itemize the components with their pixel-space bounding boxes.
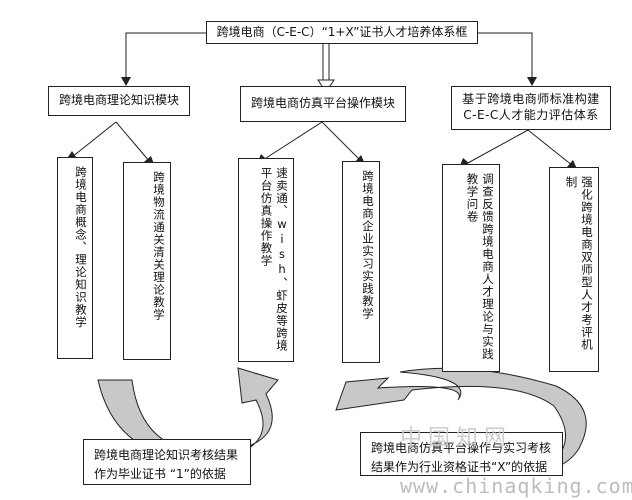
- diagram-title-text: 跨境电商（C-E-C）“1+X”证书人才培养体系框: [216, 24, 468, 39]
- module-evaluation: 基于跨境电商师标准构建C-E-C人才能力评估体系: [451, 86, 611, 130]
- child-enterprise-practice-text: 跨境电商企业实习实践教学: [361, 170, 375, 320]
- connector-m3-c1: [465, 129, 529, 165]
- module-simulation: 跨境电商仿真平台操作模块: [240, 86, 406, 122]
- center-hollow-arrow: [317, 44, 335, 93]
- child-survey-feedback: 调查反馈跨境电商人才理论与实践教学问卷: [442, 164, 500, 372]
- arrowhead-title-right: [527, 77, 537, 86]
- connector-m3-c2: [527, 129, 574, 167]
- note-certificate-1-text: 跨境电商理论知识考核结果作为毕业证书 “1”的依据: [94, 448, 239, 481]
- arrowhead-title-left: [121, 77, 131, 86]
- connector-title-right: [478, 32, 533, 83]
- connector-lines: [71, 32, 574, 167]
- connector-title-left: [125, 32, 206, 83]
- connector-m1-c2: [115, 121, 151, 163]
- connector-m2-c2: [321, 121, 362, 162]
- child-enterprise-practice: 跨境电商企业实习实践教学: [342, 161, 380, 363]
- child-theory-concepts: 跨境电商概念、理论知识教学: [57, 157, 93, 359]
- module-evaluation-label: 基于跨境电商师标准构建C-E-C人才能力评估体系: [462, 92, 600, 122]
- module-theory-label: 跨境电商理论知识模块: [58, 93, 179, 108]
- child-logistics-customs: 跨境物流通关清关理论教学: [123, 162, 171, 360]
- note-certificate-x: 跨境电商仿真平台操作与实习考核结果作为行业资格证书“X”的依据: [360, 432, 563, 476]
- child-dual-teacher: 强化跨境电商双师型人才考评机制: [549, 167, 599, 372]
- child-platform-simulation-text: 速卖通、wish、虾皮等跨境平台仿真操作教学: [259, 167, 289, 352]
- child-survey-feedback-text: 调查反馈跨境电商人才理论与实践教学问卷: [465, 173, 495, 361]
- module-simulation-label: 跨境电商仿真平台操作模块: [250, 96, 395, 111]
- child-theory-concepts-text: 跨境电商概念、理论知识教学: [74, 166, 88, 329]
- note-certificate-x-text: 跨境电商仿真平台操作与实习考核结果作为行业资格证书“X”的依据: [371, 441, 552, 474]
- curved-arrow-right: [335, 367, 587, 475]
- child-platform-simulation: 速卖通、wish、虾皮等跨境平台仿真操作教学: [238, 158, 294, 362]
- diagram-title: 跨境电商（C-E-C）“1+X”证书人才培养体系框: [206, 21, 478, 44]
- child-logistics-customs-text: 跨境物流通关清关理论教学: [152, 171, 166, 321]
- connector-m1-c1: [71, 121, 117, 158]
- note-certificate-1: 跨境电商理论知识考核结果作为毕业证书 “1”的依据: [83, 439, 251, 485]
- watermark-cn: 中国知网: [400, 426, 513, 451]
- child-dual-teacher-text: 强化跨境电商双师型人才考评机制: [564, 176, 594, 351]
- watermark-url: www.chinaqking.com: [400, 474, 632, 498]
- module-theory: 跨境电商理论知识模块: [48, 86, 190, 116]
- connector-m2-c1: [262, 121, 323, 161]
